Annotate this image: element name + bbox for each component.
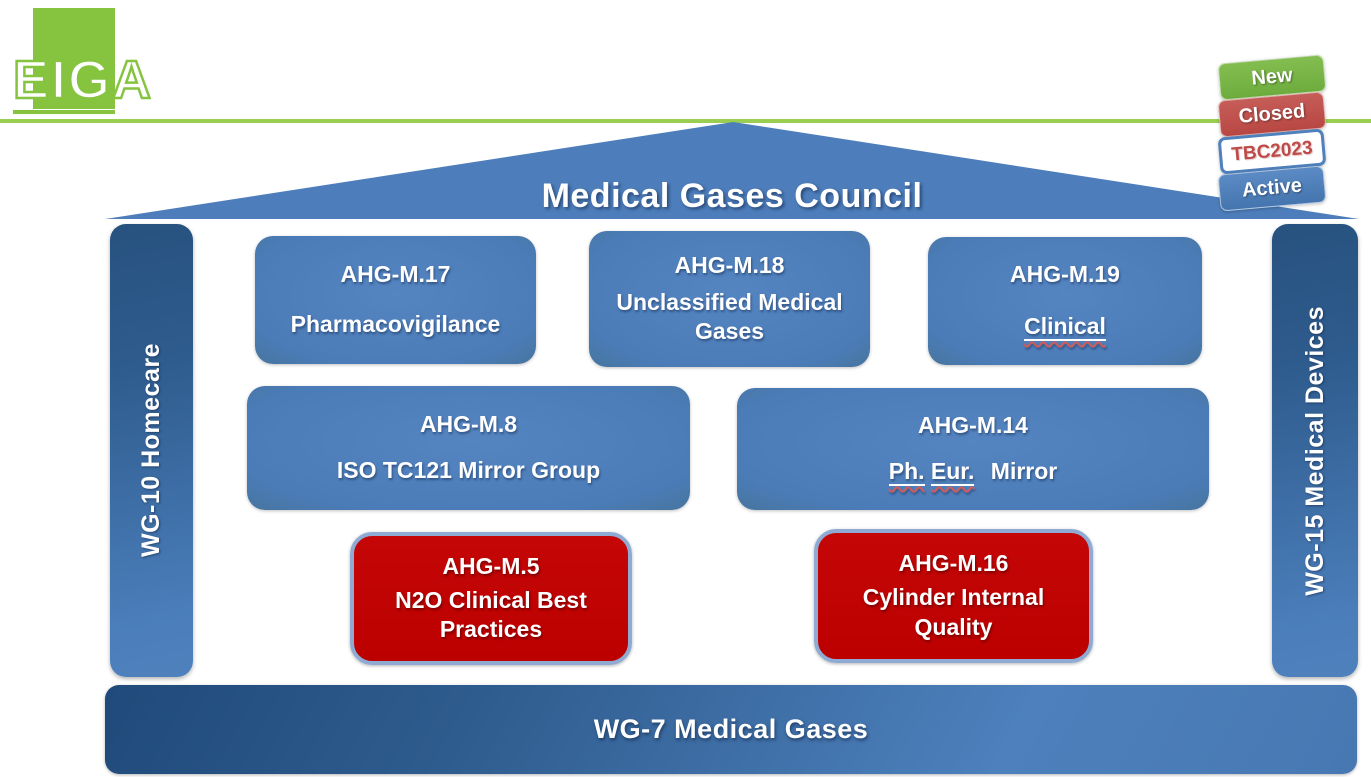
group-name: AHG-M.17 — [340, 260, 451, 287]
wg15-medical-devices-bar: WG-15 Medical Devices — [1272, 224, 1358, 677]
wg7-medical-gases-label: WG-7 Medical Gases — [593, 714, 869, 744]
group-box-ahg-m17: AHG-M.17 Pharmacovigilance — [255, 236, 536, 364]
group-title: N2O Clinical Best Practices — [395, 586, 587, 642]
group-title: Ph. Eur. Mirror — [888, 457, 1058, 486]
eiga-logo-square — [33, 8, 115, 109]
group-title: Cylinder Internal Quality — [862, 584, 1045, 640]
group-box-ahg-m5: AHG-M.5 N2O Clinical Best Practices — [350, 532, 632, 665]
group-title-word: Ph. — [888, 457, 925, 486]
wg10-homecare-bar: WG-10 Homecare — [110, 224, 193, 677]
group-title: ISO TC121 Mirror Group — [336, 456, 601, 483]
group-title-word: Mirror — [990, 457, 1058, 484]
group-title: Pharmacovigilance — [290, 310, 501, 337]
group-name: AHG-M.19 — [1010, 260, 1120, 287]
legend-label-closed: Closed — [1237, 100, 1307, 128]
group-box-ahg-m8: AHG-M.8 ISO TC121 Mirror Group — [247, 386, 690, 510]
wg7-medical-gases-bar: WG-7 Medical Gases — [105, 685, 1357, 774]
group-name: AHG-M.16 — [898, 550, 1009, 577]
group-name: AHG-M.14 — [918, 411, 1028, 438]
green-divider-rule — [0, 119, 1371, 123]
group-title: Unclassified Medical Gases — [616, 288, 843, 344]
group-name: AHG-M.8 — [419, 410, 518, 437]
group-name: AHG-M.5 — [442, 552, 540, 579]
council-roof: Medical Gases Council — [105, 122, 1359, 219]
legend-chip-active: Active — [1217, 165, 1327, 212]
group-box-ahg-m16: AHG-M.16 Cylinder Internal Quality — [814, 529, 1093, 663]
group-title-word: Eur. — [930, 457, 975, 486]
wg10-homecare-label: WG-10 Homecare — [137, 343, 165, 558]
group-name: AHG-M.18 — [674, 251, 785, 278]
group-box-ahg-m19: AHG-M.19 Clinical — [928, 237, 1202, 365]
legend-label-active: Active — [1241, 174, 1303, 202]
eiga-logo: EIGA — [12, 50, 154, 110]
council-title: Medical Gases Council — [541, 177, 923, 215]
group-title: Clinical — [1024, 312, 1106, 341]
wg15-medical-devices-label: WG-15 Medical Devices — [1300, 305, 1329, 596]
legend-label-tbc2023: TBC2023 — [1230, 136, 1314, 166]
eiga-logo-underline — [13, 110, 115, 114]
group-box-ahg-m14: AHG-M.14 Ph. Eur. Mirror — [737, 388, 1209, 510]
legend-label-new: New — [1250, 64, 1294, 90]
group-box-ahg-m18: AHG-M.18 Unclassified Medical Gases — [589, 231, 870, 367]
group-title-text: Clinical — [1024, 312, 1106, 341]
